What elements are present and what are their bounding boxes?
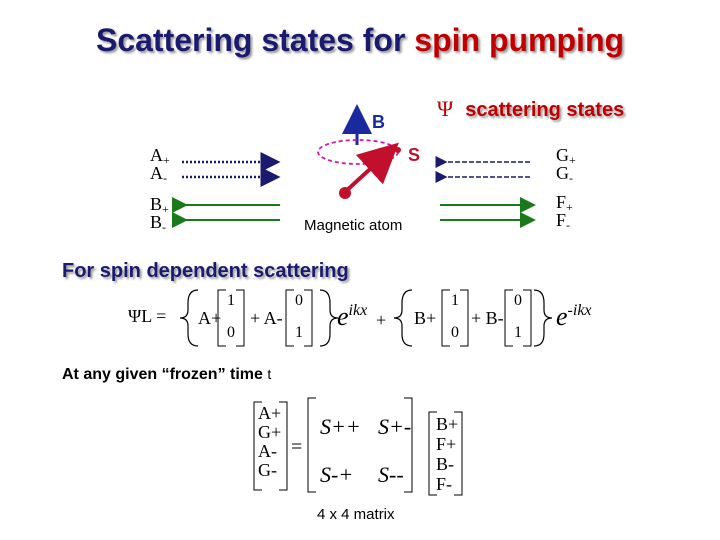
label-b-minus: B-	[150, 213, 166, 236]
coef-a-plus: A+	[198, 308, 221, 329]
section-heading: For spin dependent scattering	[62, 260, 349, 283]
equation-lhs: ΨL =	[128, 306, 166, 327]
rhs-vector: B+ F+ B- F-	[436, 414, 458, 494]
smatrix-bracket	[308, 398, 316, 492]
frozen-time-text: At any given “frozen” time t	[62, 366, 271, 384]
coef-a-minus: + A-	[250, 308, 283, 329]
atom-icon	[339, 187, 351, 199]
coef-b-plus: B+	[414, 308, 436, 329]
equals-sign: =	[291, 436, 302, 459]
lhs-vector: A+ G+ A- G-	[258, 404, 281, 480]
brace-left-1	[180, 290, 198, 346]
s-entry-mp: S-+	[320, 462, 353, 488]
exp-minus-ikx: e-ikx	[556, 302, 592, 332]
brace-right-1	[320, 290, 338, 346]
label-a-minus: A-	[150, 164, 167, 187]
s-entry-pm: S+-	[378, 414, 411, 440]
equation-plus: +	[376, 310, 386, 331]
label-g-minus: G-	[556, 164, 573, 187]
coef-b-minus: + B-	[471, 308, 504, 329]
s-entry-pp: S++	[320, 414, 361, 440]
b-label: B	[372, 112, 385, 133]
s-label: S	[408, 145, 420, 166]
brace-right-2	[534, 290, 552, 346]
exp-ikx: eikx	[337, 302, 367, 332]
brace-left-2	[394, 290, 412, 346]
spin-tip-dot	[395, 147, 401, 153]
atom-caption: Magnetic atom	[304, 217, 402, 234]
label-f-minus: F-	[556, 211, 570, 234]
matrix-caption: 4 x 4 matrix	[317, 506, 395, 523]
spin-arrow-icon	[345, 148, 393, 192]
s-entry-mm: S--	[378, 462, 404, 488]
smatrix-bracket	[404, 398, 412, 492]
